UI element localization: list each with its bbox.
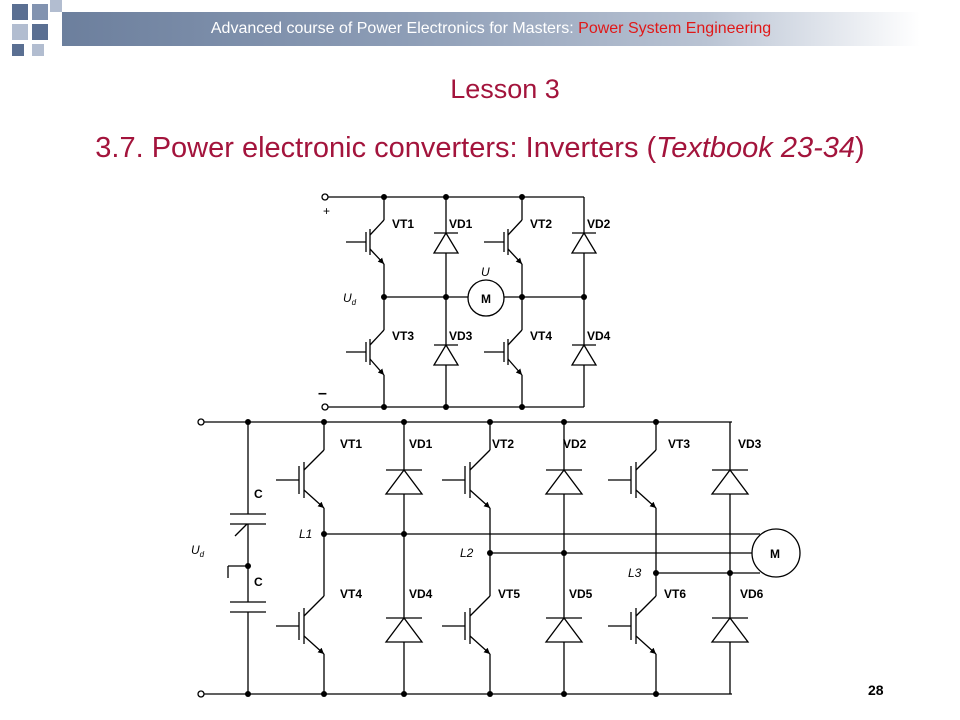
- motor-three-phase: [751, 528, 801, 578]
- ud-label-single: Ud: [343, 291, 357, 307]
- label-vt4-single: VT4: [530, 329, 552, 343]
- header-banner: [62, 12, 920, 46]
- label-vt3-three: VT3: [668, 437, 690, 451]
- phase-label-l1: L1: [299, 527, 312, 541]
- label-vd2-three: VD2: [563, 437, 587, 451]
- lesson-title: Lesson 3: [450, 74, 560, 104]
- label-vd3-single: VD3: [449, 329, 473, 343]
- transistor-vt5-three: [442, 595, 491, 655]
- label-vt3-single: VT3: [392, 329, 414, 343]
- diode-vd1-three: [384, 468, 424, 495]
- diode-vd1-single: [432, 231, 460, 254]
- motor-single-phase: [467, 279, 505, 317]
- ud-label-three: Ud: [191, 543, 205, 559]
- cap-label-top: C: [254, 487, 263, 501]
- label-vd6-three: VD6: [740, 587, 764, 601]
- transistor-vt1-single: [346, 219, 385, 265]
- phase-label-l2: L2: [460, 546, 474, 560]
- corner-square: [12, 44, 24, 56]
- course-title: Advanced course of Power Electronics for…: [62, 12, 920, 46]
- diode-vd3-single: [432, 343, 460, 366]
- slide-heading: 3.7. Power electronic converters: Invert…: [0, 132, 960, 165]
- transistor-vt2-single: [484, 219, 523, 265]
- label-vd4-single: VD4: [587, 329, 611, 343]
- minus-sign: –: [318, 385, 327, 402]
- diode-vd2-three: [544, 468, 584, 495]
- transistor-vt4-single: [484, 329, 523, 376]
- cap-label-bottom: C: [254, 575, 263, 589]
- label-vd5-three: VD5: [569, 587, 593, 601]
- page-number: 28: [868, 682, 884, 698]
- label-vt5-three: VT5: [498, 587, 520, 601]
- transistor-vt3-three: [608, 449, 657, 509]
- terminal-minus: [321, 403, 329, 411]
- corner-square: [50, 0, 62, 12]
- label-vd3-three: VD3: [738, 437, 762, 451]
- motor-label-single: M: [481, 292, 491, 306]
- diode-vd6-three: [710, 616, 750, 643]
- corner-square: [12, 4, 28, 20]
- diode-vd4-three: [384, 616, 424, 643]
- label-vd2-single: VD2: [587, 217, 611, 231]
- motor-label-three: M: [770, 547, 780, 561]
- label-vd1-three: VD1: [409, 437, 433, 451]
- diode-vd3-three: [710, 468, 750, 495]
- phase-label-l3: L3: [628, 566, 642, 580]
- heading-textbook: Textbook 23-34: [656, 132, 856, 164]
- transistor-vt1-three: [276, 449, 325, 509]
- junction-dots-single: [381, 194, 587, 410]
- label-vt1-three: VT1: [340, 437, 362, 451]
- label-vd4-three: VD4: [409, 587, 433, 601]
- label-vt2-single: VT2: [530, 217, 552, 231]
- label-vt2-three: VT2: [492, 437, 514, 451]
- corner-square: [32, 44, 44, 56]
- course-name: Advanced course of Power Electronics for…: [210, 20, 579, 37]
- junction-dots-three: [245, 419, 733, 697]
- label-vd1-single: VD1: [449, 217, 473, 231]
- corner-square: [32, 4, 48, 20]
- transistor-vt6-three: [608, 595, 657, 655]
- diode-vd2-single: [570, 231, 598, 254]
- corner-square: [32, 24, 48, 40]
- three-phase-bridge: [197, 418, 760, 698]
- transistor-vt3-single: [346, 329, 385, 376]
- transistor-vt4-three: [276, 595, 325, 655]
- transistor-vt2-three: [442, 449, 491, 509]
- label-vt1-single: VT1: [392, 217, 414, 231]
- plus-sign: +: [323, 204, 330, 218]
- diode-vd5-three: [544, 616, 584, 643]
- diode-vd4-single: [570, 343, 598, 366]
- corner-square: [12, 24, 28, 40]
- heading-prefix: 3.7. Power electronic converters: Invert…: [95, 132, 657, 164]
- label-vt6-three: VT6: [664, 587, 686, 601]
- heading-suffix: ): [855, 132, 865, 164]
- terminal-plus: [321, 193, 329, 201]
- u-label: U: [481, 265, 490, 279]
- course-specialty: Power System Engineering: [578, 20, 772, 37]
- label-vt4-three: VT4: [340, 587, 362, 601]
